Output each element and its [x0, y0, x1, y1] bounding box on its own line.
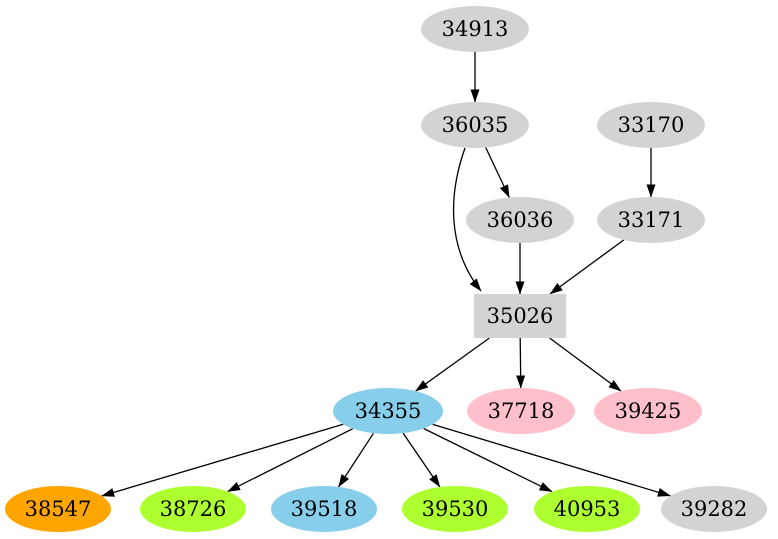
node-34355[interactable]: 34355 — [333, 388, 443, 434]
edge-34355-39282 — [432, 423, 671, 497]
edge-33171-35026 — [549, 239, 625, 295]
edge-34355-38726 — [227, 428, 354, 493]
node-38726[interactable]: 38726 — [140, 486, 246, 532]
node-33170[interactable]: 33170 — [597, 102, 705, 148]
edge-34355-39530 — [402, 432, 441, 488]
node-35026[interactable]: 35026 — [474, 294, 566, 338]
node-33171[interactable]: 33171 — [597, 197, 705, 243]
edge-34355-40953 — [423, 427, 553, 493]
node-34913[interactable]: 34913 — [421, 6, 529, 52]
node-39282[interactable]: 39282 — [661, 486, 767, 532]
node-39425[interactable]: 39425 — [594, 388, 702, 434]
node-36036[interactable]: 36036 — [466, 197, 574, 243]
node-37718[interactable]: 37718 — [467, 388, 575, 434]
edge-35026-37718 — [516, 337, 526, 389]
edge-35026-34355 — [415, 337, 490, 392]
edge-36035-36036 — [485, 147, 510, 198]
node-39518[interactable]: 39518 — [271, 486, 377, 532]
edge-36035-35026 — [452, 147, 482, 292]
edge-34355-38547 — [101, 423, 344, 497]
node-36035[interactable]: 36035 — [421, 102, 529, 148]
node-38547[interactable]: 38547 — [5, 486, 111, 532]
edge-35026-39425 — [549, 337, 622, 392]
node-40953[interactable]: 40953 — [534, 486, 640, 532]
edge-34355-39518 — [337, 432, 375, 488]
node-39530[interactable]: 39530 — [402, 486, 508, 532]
